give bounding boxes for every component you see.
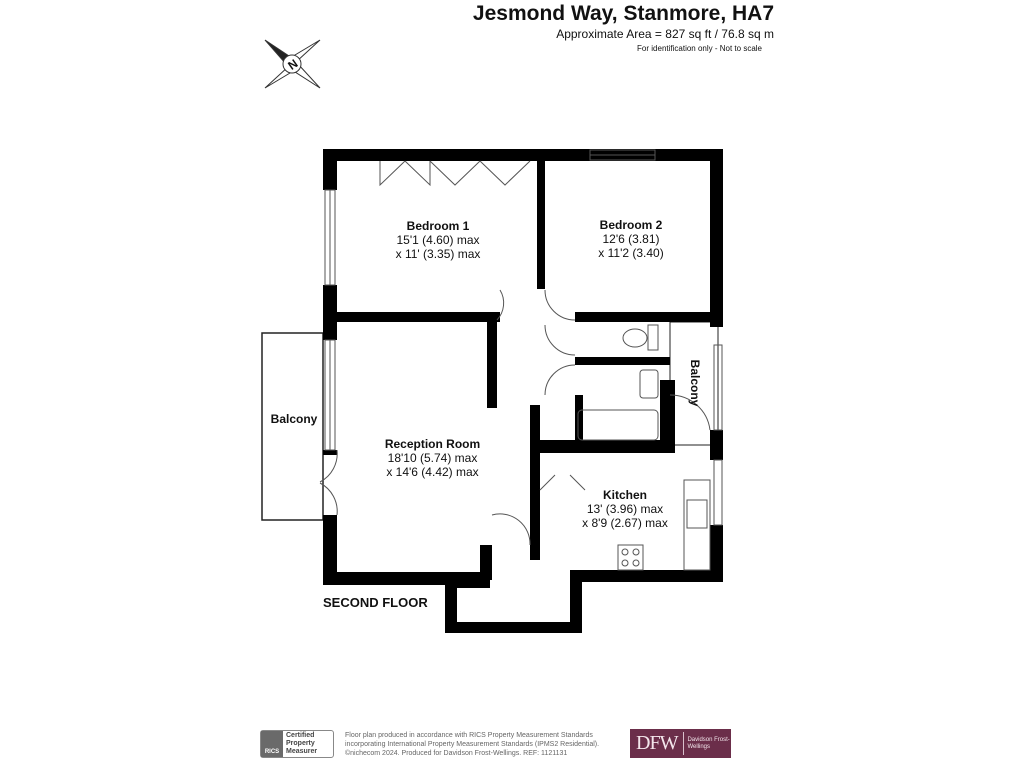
- property-title: Jesmond Way, Stanmore, HA7: [472, 2, 774, 25]
- windows: [324, 149, 723, 526]
- room-name: Kitchen: [602, 488, 647, 502]
- agent-name: Davidson Frost-Wellings: [687, 736, 730, 750]
- agent-logo: DFW Davidson Frost-Wellings: [630, 729, 731, 758]
- room-bedroom-1: Bedroom 1 15'1 (4.60) max x 11' (3.35) m…: [383, 219, 493, 261]
- floor-label: SECOND FLOOR: [323, 595, 428, 610]
- room-dimension: 13' (3.96) max: [586, 502, 664, 516]
- room-name: Bedroom 1: [406, 219, 470, 233]
- doors-and-fittings: [319, 160, 711, 571]
- room-balcony-right: Balcony: [688, 359, 702, 407]
- room-dimension: 12'6 (3.81): [602, 232, 660, 246]
- rics-text: Certified: [286, 732, 315, 739]
- approximate-area: Approximate Area = 827 sq ft / 76.8 sq m: [556, 27, 774, 41]
- room-name: Reception Room: [384, 437, 481, 451]
- left-balcony: [261, 332, 324, 521]
- rics-badge: RICS Certified Property Measurer: [260, 730, 334, 758]
- rics-logo: RICS: [261, 731, 283, 757]
- room-name: Bedroom 2: [599, 218, 663, 232]
- room-dimension: x 11' (3.35) max: [395, 247, 481, 261]
- room-bedroom-2: Bedroom 2 12'6 (3.81) x 11'2 (3.40): [576, 218, 686, 260]
- room-kitchen: Kitchen 13' (3.96) max x 8'9 (2.67) max: [570, 488, 680, 530]
- room-reception: Reception Room 18'10 (5.74) max x 14'6 (…: [370, 437, 495, 479]
- room-dimension: x 14'6 (4.42) max: [386, 465, 479, 479]
- room-dimension: x 11'2 (3.40): [598, 246, 664, 260]
- legal-text: Floor plan produced in accordance with R…: [345, 732, 600, 757]
- room-dimension: x 8'9 (2.67) max: [582, 516, 668, 530]
- rics-text: Property: [286, 740, 315, 747]
- walls: [323, 149, 723, 633]
- compass-icon: N: [264, 39, 321, 89]
- room-balcony-left: Balcony: [270, 412, 318, 426]
- disclaimer-note: For identification only - Not to scale: [637, 44, 762, 53]
- agent-logo-mark: DFW: [630, 732, 685, 755]
- rics-text: Measurer: [286, 748, 318, 755]
- room-dimension: 15'1 (4.60) max: [396, 233, 480, 247]
- room-dimension: 18'10 (5.74) max: [387, 451, 478, 465]
